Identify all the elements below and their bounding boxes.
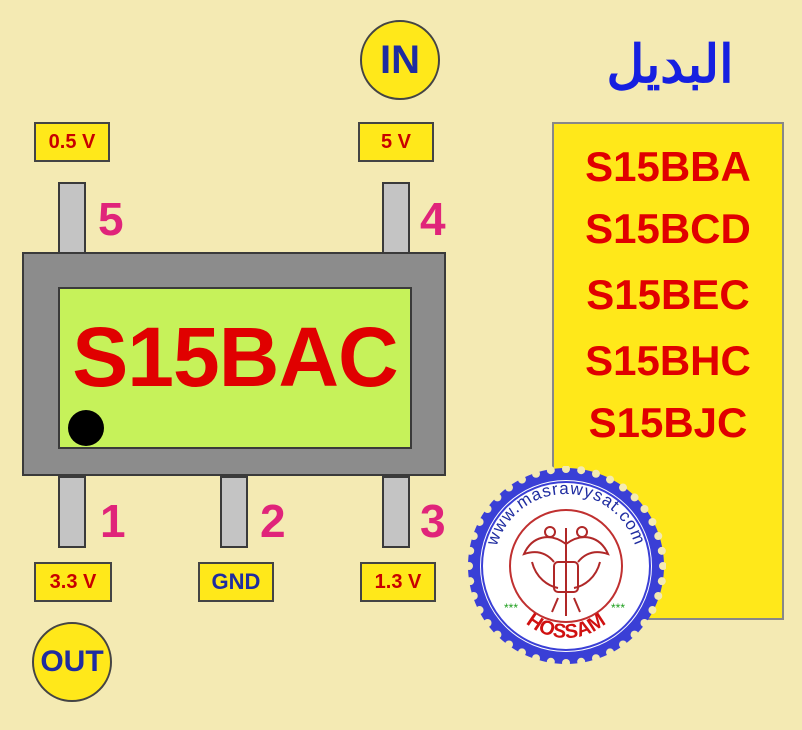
pin-1-voltage: 3.3 V — [49, 570, 97, 593]
pin-1-voltage-box: 3.3 V — [34, 562, 112, 602]
pin-2 — [220, 476, 248, 548]
chip-marking: S15BAC — [72, 309, 398, 404]
pin-1-number: 1 — [100, 495, 126, 547]
pin-1 — [58, 476, 86, 548]
pin-5 — [58, 182, 86, 254]
alternative-item: S15BBA — [585, 143, 751, 190]
stamp-stars-right: *** — [611, 601, 625, 615]
input-label: IN — [380, 37, 420, 82]
pin-4-number: 4 — [420, 193, 446, 245]
pin-2-voltage-box: GND — [198, 562, 274, 602]
alternatives-title: البديل — [606, 36, 734, 94]
alternative-item: S15BEC — [586, 271, 750, 318]
eagle-emblem-icon — [522, 526, 610, 616]
pin-4-voltage-box: 5 V — [358, 122, 434, 162]
pin-3-number: 3 — [420, 495, 446, 547]
alternative-item: S15BJC — [588, 399, 748, 446]
pin-3-voltage-box: 1.3 V — [360, 562, 436, 602]
pin-3-voltage: 1.3 V — [374, 570, 422, 593]
alternative-item: S15BHC — [585, 337, 751, 384]
pin-2-number: 2 — [260, 495, 286, 547]
watermark-stamp: www.masrawysat.com HOSSAM *** *** — [466, 466, 666, 666]
pin-2-voltage: GND — [211, 569, 261, 594]
pin-5-voltage-box: 0.5 V — [34, 122, 110, 162]
pin-5-number: 5 — [98, 193, 124, 245]
stamp-stars-left: *** — [504, 601, 518, 615]
output-label: OUT — [40, 645, 104, 678]
pin-3 — [382, 476, 410, 548]
pin-4-voltage: 5 V — [380, 130, 412, 153]
alternative-item: S15BCD — [585, 205, 751, 252]
pin-1-indicator-dot — [68, 410, 104, 446]
pin-5-voltage: 0.5 V — [48, 130, 96, 153]
output-label-circle: OUT — [32, 622, 112, 702]
input-label-circle: IN — [360, 20, 440, 100]
chip-face — [58, 287, 412, 449]
pin-4 — [382, 182, 410, 254]
